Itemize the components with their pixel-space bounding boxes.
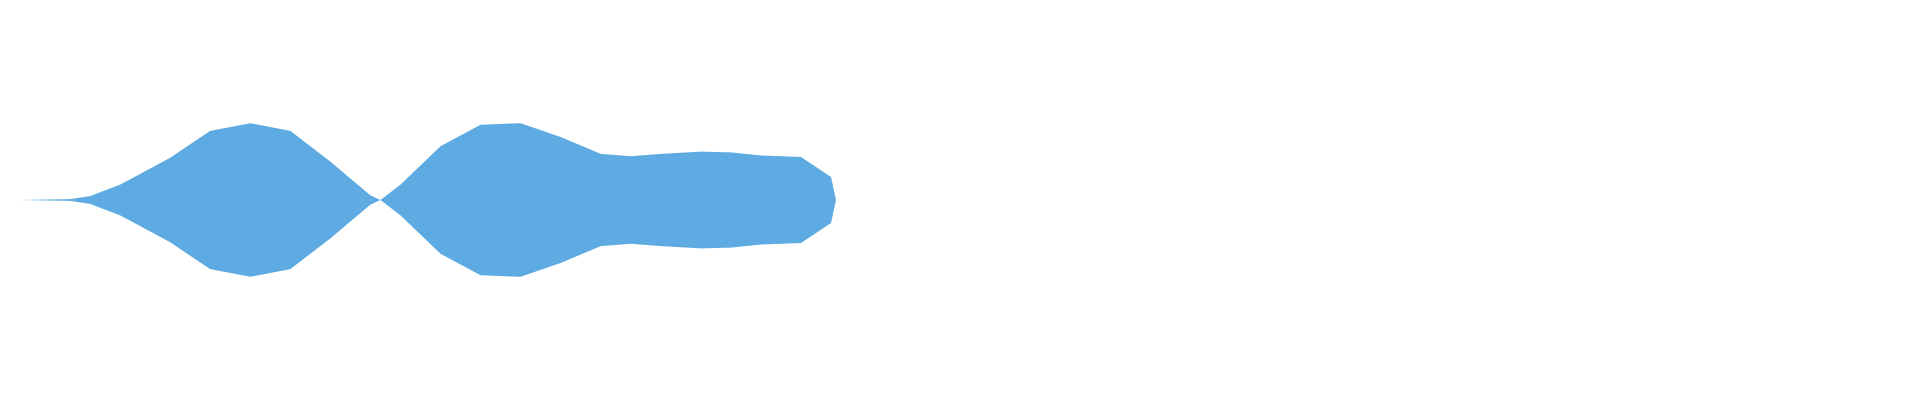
waveform-shape <box>20 123 836 277</box>
